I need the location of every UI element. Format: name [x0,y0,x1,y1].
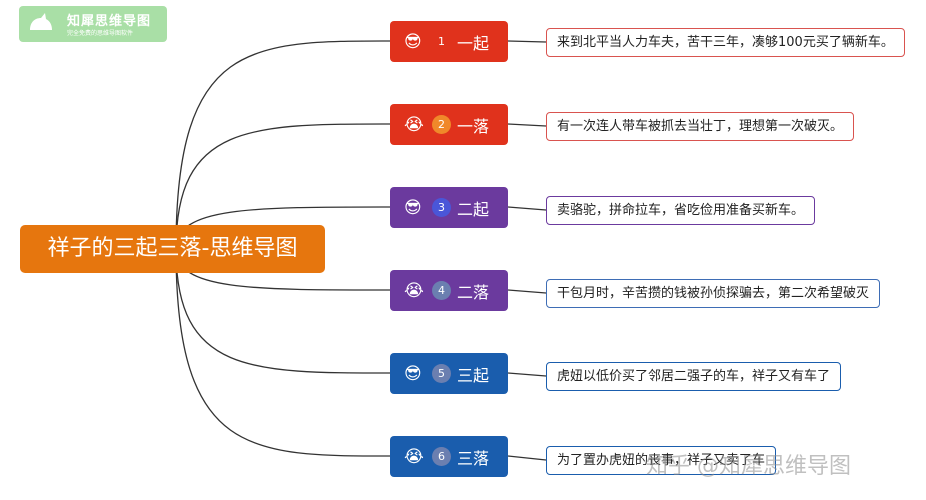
rhino-logo-icon [30,13,52,30]
sunglasses-icon: 😎 [404,31,422,52]
branch-topic-5[interactable]: 😎 5 三起 [390,353,508,394]
app-logo: 知犀思维导图 完全免费的思维导图软件 [19,6,167,42]
root-connector-5 [175,248,391,374]
branch-topic-3[interactable]: 😎 3 二起 [390,187,508,228]
root-topic[interactable]: 祥子的三起三落-思维导图 [20,225,325,273]
priority-badge: 4 [432,281,451,300]
branch-label: 三起 [457,365,490,385]
root-connector-2 [175,123,391,250]
note-topic-5[interactable]: 虎妞以低价买了邻居二强子的车，祥子又有车了 [546,362,842,391]
sunglasses-icon: 😎 [404,363,422,384]
root-connector-6 [175,248,391,457]
note-connector-4 [507,289,547,294]
branch-topic-2[interactable]: 😭 2 一落 [390,104,508,145]
crying-icon: 😭 [404,280,424,301]
priority-badge: 2 [432,115,451,134]
crying-icon: 😭 [404,446,424,467]
branch-topic-1[interactable]: 😎 1 一起 [390,21,508,62]
note-topic-6[interactable]: 为了置办虎妞的丧事，祥子又卖了车 [546,446,777,475]
priority-badge: 3 [432,198,451,217]
watermark: 知乎 @知犀思维导图 [646,454,851,479]
branch-topic-6[interactable]: 😭 6 三落 [390,436,508,477]
root-connector-1 [175,40,391,250]
crying-icon: 😭 [404,114,424,135]
note-connector-2 [507,123,547,127]
branch-label: 一落 [457,116,490,136]
note-connector-1 [507,40,547,43]
note-connector-6 [507,455,547,461]
branch-topic-4[interactable]: 😭 4 二落 [390,270,508,311]
priority-badge: 6 [432,447,451,466]
branch-label: 三落 [457,448,490,468]
note-connector-3 [507,206,547,211]
note-topic-2[interactable]: 有一次连人带车被抓去当壮丁，理想第一次破灭。 [546,112,855,141]
note-topic-3[interactable]: 卖骆驼，拼命拉车，省吃俭用准备买新车。 [546,196,816,225]
branch-label: 二起 [457,199,490,219]
sunglasses-icon: 😎 [404,197,422,218]
priority-badge: 1 [432,32,451,51]
branch-label: 二落 [457,282,490,302]
note-topic-4[interactable]: 干包月时，辛苦攒的钱被孙侦探骗去，第二次希望破灭 [546,279,881,308]
logo-title: 知犀思维导图 [67,14,152,29]
note-connector-5 [507,372,547,377]
note-topic-1[interactable]: 来到北平当人力车夫，苦干三年，凑够100元买了辆新车。 [546,28,905,57]
priority-badge: 5 [432,364,451,383]
branch-label: 一起 [457,33,490,53]
logo-subtitle: 完全免费的思维导图软件 [67,30,134,37]
